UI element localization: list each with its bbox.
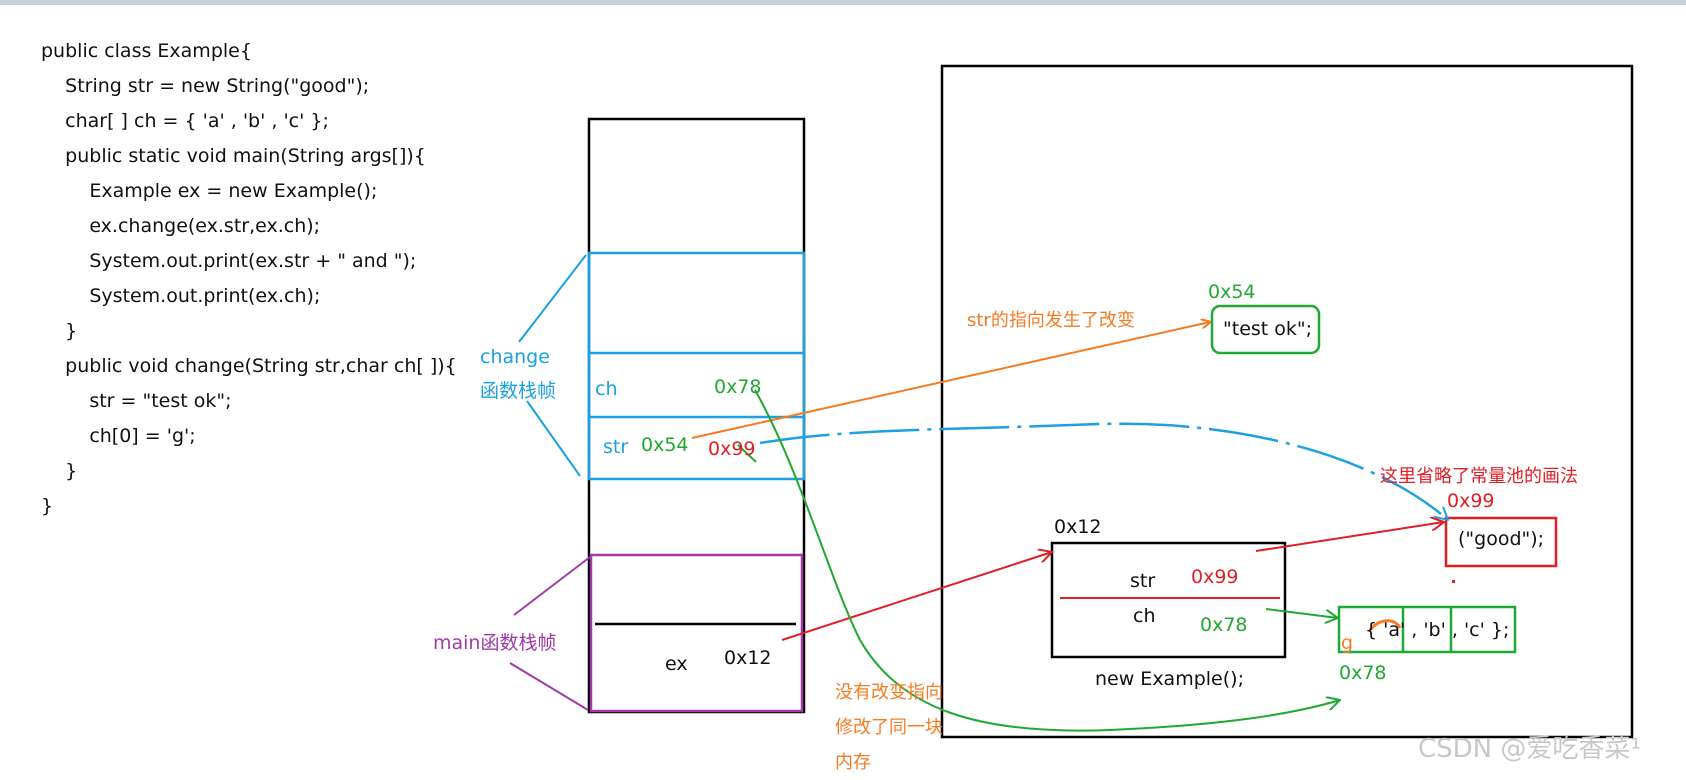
red-dot [1452, 580, 1455, 583]
code-line: public class Example{ [41, 40, 252, 62]
object-ch-field: ch [1133, 605, 1156, 627]
test-ok-addr: 0x54 [1208, 281, 1256, 303]
code-line: } [41, 460, 78, 482]
arrow-object-ch-to-array [1265, 608, 1338, 618]
str-change-note: str的指向发生了改变 [967, 310, 1135, 331]
code-line: String str = new String("good"); [41, 75, 370, 97]
array-addr: 0x78 [1339, 662, 1387, 684]
code-line: public void change(String str,char ch[ ]… [41, 355, 457, 377]
arrow-ex-to-object [781, 552, 1052, 641]
object-str-value: 0x99 [1191, 566, 1239, 588]
code-line: } [41, 495, 54, 517]
test-ok-value: "test ok"; [1223, 318, 1313, 340]
arrow-str-to-good [759, 422, 1448, 520]
main-frame-bracket-top [513, 556, 591, 616]
arrow-ch-to-array [754, 389, 1340, 732]
array-new-char: g [1341, 632, 1354, 654]
code-line: System.out.print(ex.str + " and "); [41, 250, 417, 272]
no-change-note-line2: 修改了同一块 [835, 717, 943, 738]
char-array-box [1337, 605, 1517, 654]
no-change-note-line3: 内存 [835, 752, 871, 773]
char-array-text: { 'a' , 'b' , 'c' }; [1365, 619, 1510, 641]
code-line: ch[0] = 'g'; [41, 425, 196, 447]
no-change-note-line1: 没有改变指向 [835, 682, 943, 703]
change-frame-bracket-bottom [526, 400, 581, 477]
change-frame-label-line1: change [480, 346, 550, 368]
object-ch-value: 0x78 [1200, 614, 1248, 636]
heap-area [940, 64, 1634, 739]
code-line: public static void main(String args[]){ [41, 145, 426, 167]
main-frame-bracket-bottom [509, 662, 589, 711]
object-str-field: str [1130, 570, 1156, 592]
good-value: ("good"); [1458, 528, 1545, 550]
object-caption: new Example(); [1095, 668, 1244, 690]
change-frame-bracket-top [518, 254, 587, 343]
main-frame-box [589, 553, 804, 713]
example-object-box [1050, 541, 1287, 659]
watermark: CSDN @爱吃香菜¹ [1418, 734, 1641, 764]
stack-ch-addr: 0x78 [714, 376, 762, 398]
code-block: public class Example{ String str = new S… [41, 34, 457, 524]
code-line: ex.change(ex.str,ex.ch); [41, 215, 321, 237]
code-line: Example ex = new Example(); [41, 180, 378, 202]
good-box [1444, 516, 1558, 568]
good-addr: 0x99 [1447, 490, 1495, 512]
change-frame-box [587, 251, 806, 481]
object-addr: 0x12 [1054, 516, 1102, 538]
test-ok-box [1210, 304, 1321, 355]
main-frame-label: main函数栈帧 [433, 632, 557, 654]
top-border [0, 0, 1686, 5]
stack-ex-addr: 0x12 [724, 647, 772, 669]
code-line: char[ ] ch = { 'a' , 'b' , 'c' }; [41, 110, 329, 132]
stack-str-addr-old: 0x99 [708, 438, 756, 460]
const-pool-note: 这里省略了常量池的画法 [1380, 466, 1578, 487]
stack-ex-var: ex [665, 653, 688, 675]
array-overwrite-mark [1368, 619, 1402, 632]
arrow-object-str-to-good [1255, 522, 1444, 552]
code-line: System.out.print(ex.ch); [41, 285, 321, 307]
green-tick [737, 444, 757, 463]
stack-str-var: str [603, 436, 629, 458]
stack-str-addr-new: 0x54 [641, 434, 689, 456]
change-frame-label: change 函数栈帧 [480, 340, 556, 408]
code-line: } [41, 320, 78, 342]
stack-ch-var: ch [595, 378, 618, 400]
arrow-str-to-test-ok [691, 322, 1210, 439]
no-change-note: 没有改变指向 修改了同一块 内存 [835, 675, 943, 780]
change-frame-label-line2: 函数栈帧 [480, 380, 557, 402]
code-line: str = "test ok"; [41, 390, 232, 412]
